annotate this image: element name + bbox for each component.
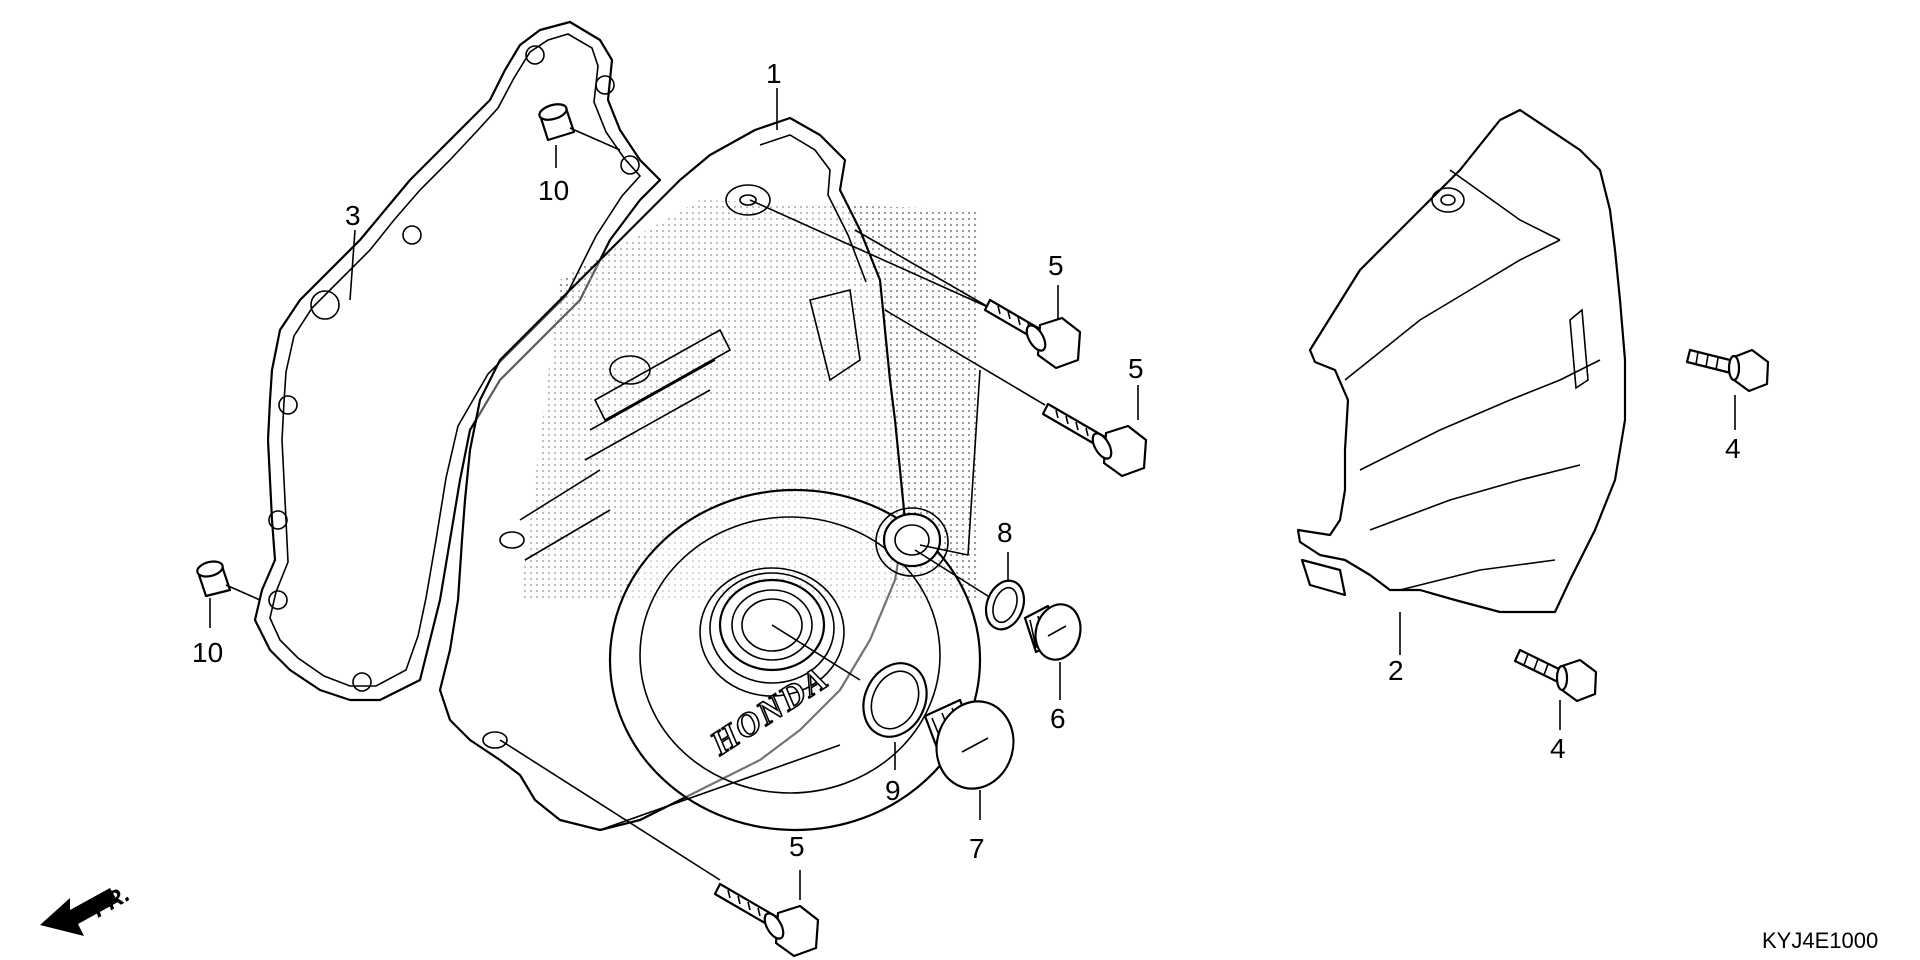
flange-bolt-a-part-5 [983, 298, 1082, 370]
timing-hole-cap-part-6 [1023, 603, 1082, 661]
callout-part-4-lower: 4 [1550, 733, 1566, 764]
gasket-part-3 [253, 20, 662, 702]
callout-part-9: 9 [885, 775, 901, 806]
callout-part-8: 8 [997, 517, 1013, 548]
sprocket-cover-part-2 [1296, 108, 1627, 614]
bolt-upper-part-4 [1685, 348, 1770, 393]
callout-part-1: 1 [766, 58, 782, 89]
crankshaft-hole-cap-part-7 [923, 698, 1015, 790]
callout-part-10-lower: 10 [192, 637, 223, 668]
drawing-code: KYJ4E1000 [1762, 928, 1878, 953]
front-direction-marker: FR. [40, 880, 134, 936]
assembly-lines [499, 199, 1046, 881]
callout-part-5-middle: 5 [1128, 353, 1144, 384]
callout-part-5-lower: 5 [789, 831, 805, 862]
flange-bolt-c-part-5 [713, 882, 820, 958]
bolt-lower-part-4 [1513, 648, 1598, 703]
callout-part-10-upper: 10 [538, 175, 569, 206]
o-ring-small-part-8 [984, 579, 1026, 631]
front-label: FR. [88, 880, 135, 923]
dowel-pin-lower-part-10 [196, 560, 261, 601]
callout-part-4-upper: 4 [1725, 433, 1741, 464]
front-arrow-icon [40, 888, 118, 936]
callout-leaders [209, 88, 1736, 900]
o-ring-large-part-9 [862, 662, 928, 738]
callout-part-5-upper: 5 [1048, 250, 1064, 281]
callout-part-6: 6 [1050, 703, 1066, 734]
callout-part-3: 3 [345, 200, 361, 231]
callout-part-2: 2 [1388, 655, 1404, 686]
callout-part-7: 7 [969, 833, 985, 864]
dowel-pin-upper-part-10 [538, 103, 621, 151]
flange-bolt-b-part-5 [1041, 402, 1148, 478]
